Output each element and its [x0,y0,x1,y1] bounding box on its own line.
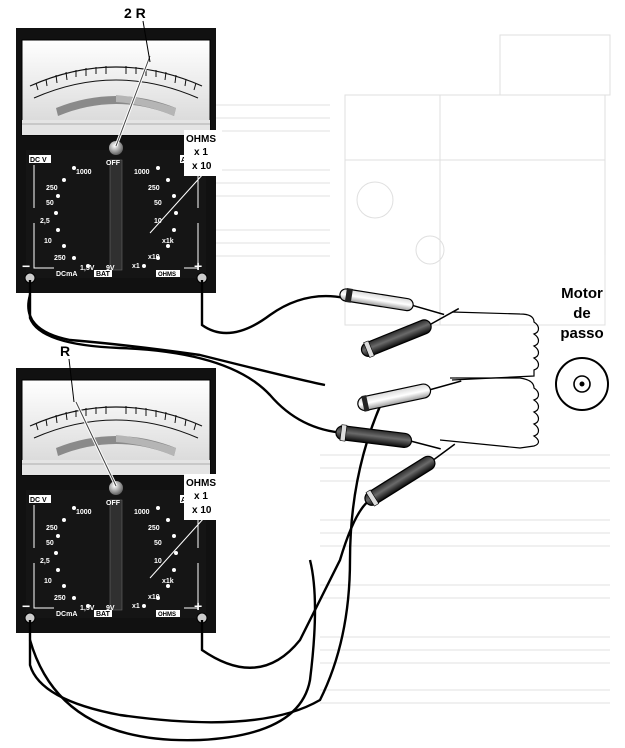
dial-x10: x10 [148,254,160,261]
dial-250-right: 250 [148,185,160,192]
meter-bottom-reading-label: R [60,343,70,359]
dial-250-right-b: 250 [148,525,160,532]
dial-x1k: x1k [162,238,174,245]
dial-10-right-b: 10 [154,558,162,565]
wire-top-plus [200,280,346,335]
dial-ma250-b: 250 [54,595,66,602]
terminal-minus-top: − [22,258,30,274]
dial-50-left: 50 [46,200,54,207]
dial-ma250: 250 [54,255,66,262]
motor-coils [439,311,540,449]
dial-50-left-b: 50 [46,540,54,547]
wire-bottom-plus [200,499,371,669]
probe-1 [339,288,445,316]
probe-2 [360,307,460,358]
terminal-minus-bottom: − [22,598,30,614]
meter-bottom-range-x1: x 1 [194,491,208,502]
terminal-plus-top: + [194,258,202,274]
dial-250-left: 250 [46,185,58,192]
motor-label-line1: Motor [561,285,603,302]
dial-dcma: DCmA [56,271,77,278]
probe-4 [335,424,441,450]
probe-3 [357,380,462,412]
background-bleed [210,34,611,704]
dial-50-right: 50 [154,200,162,207]
meter-top-range-label: OHMS [186,134,216,145]
motor-label-line2: de [573,305,591,322]
dial-bat9-b: 9V [106,605,115,612]
terminal-plus-bottom: + [194,598,202,614]
dial-1000-right-b: 1000 [134,509,150,516]
meter-top-reading-label: 2 R [124,5,146,21]
meter-bottom-range-label: OHMS [186,478,216,489]
dial-50-right-b: 50 [154,540,162,547]
dial-x1k-b: x1k [162,578,174,585]
test-leads [27,280,387,742]
dial-off-label-b: OFF [106,500,121,507]
meter-bottom-range-x10: x 10 [192,505,212,516]
meter-top-range-x10: x 10 [192,161,212,172]
dial-off-label: OFF [106,160,121,167]
dial-1000-left: 1000 [76,169,92,176]
multimeter-top: DC V AC V OFF 1000 250 50 2,5 1000 250 5… [15,27,222,294]
dial-10-right: 10 [154,218,162,225]
dial-dcma-b: DCmA [56,611,77,618]
dial-bat-b: BAT [96,611,111,618]
dial-x10-b: x10 [148,594,160,601]
dial-1000-left-b: 1000 [76,509,92,516]
multimeter-bottom: DC V AC V OFF 1000 250 50 2,5 1000 250 5… [15,367,222,634]
dial-bat15-b: 1,5V [80,605,95,612]
dial-2-5-b: 2,5 [40,558,50,565]
dial-dcv-label: DC V [30,157,47,164]
dial-x1-b: x1 [132,603,140,610]
dial-ohms-box: OHMS [158,272,176,278]
dial-ma10-b: 10 [44,578,52,585]
stepper-motor [555,357,609,411]
wire-top-minus-2 [27,294,326,387]
wire-bottom-minus [28,394,387,724]
wire-top-minus [28,280,346,435]
dial-ohms-box-b: OHMS [158,612,176,618]
dial-ma10: 10 [44,238,52,245]
motor-label-line3: passo [560,325,603,342]
probe-5 [364,443,456,507]
dial-250-left-b: 250 [46,525,58,532]
dial-dcv-label-b: DC V [30,497,47,504]
meter-top-range-x1: x 1 [194,147,208,158]
dial-bat15: 1,5V [80,265,95,272]
wire-left-lower [28,559,317,742]
dial-bat: BAT [96,271,111,278]
dial-bat9: 9V [106,265,115,272]
dial-x1: x1 [132,263,140,270]
dial-1000-right: 1000 [134,169,150,176]
dial-2-5: 2,5 [40,218,50,225]
